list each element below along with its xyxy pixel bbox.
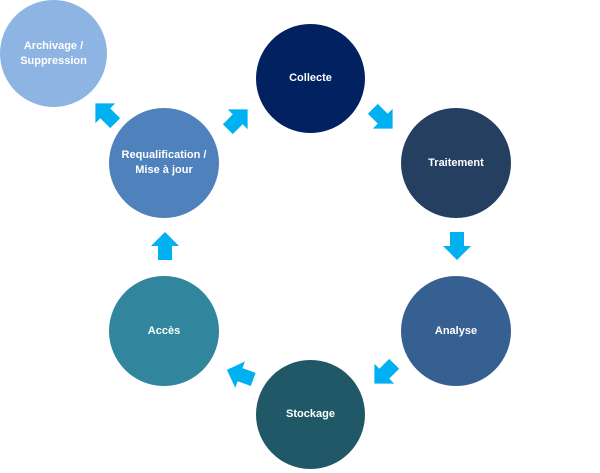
arrow-requalif-to-collecte xyxy=(222,109,248,135)
node-collecte-label: Collecte xyxy=(289,72,332,84)
arrow-traitement-to-analyse xyxy=(443,232,471,260)
node-archivage: Archivage / Suppression xyxy=(0,0,107,107)
arrow-stockage-to-acces xyxy=(226,361,256,388)
node-archivage-line2: Suppression xyxy=(20,54,87,67)
node-requalification-line2: Mise à jour xyxy=(135,164,193,176)
arrow-acces-to-requalif xyxy=(151,232,179,260)
node-traitement: Traitement xyxy=(401,108,511,218)
arrow-collecte-to-traitement xyxy=(367,103,393,129)
node-requalification: Requalification / Mise à jour xyxy=(109,108,219,218)
node-analyse-label: Analyse xyxy=(434,324,478,337)
node-acces: Accès xyxy=(109,276,219,386)
node-requalification-line1: Requalification / xyxy=(121,149,207,161)
node-stockage-label: Stockage xyxy=(286,408,335,420)
node-stockage: Stockage xyxy=(256,360,365,469)
node-traitement-label: Traitement xyxy=(428,156,484,169)
node-acces-label: Accès xyxy=(147,324,181,337)
node-collecte: Collecte xyxy=(256,24,365,133)
arrow-requalif-to-archivage xyxy=(95,103,121,129)
node-analyse: Analyse xyxy=(401,276,511,386)
arrow-analyse-to-stockage xyxy=(374,358,400,384)
node-archivage-line1: Archivage / xyxy=(23,39,84,52)
